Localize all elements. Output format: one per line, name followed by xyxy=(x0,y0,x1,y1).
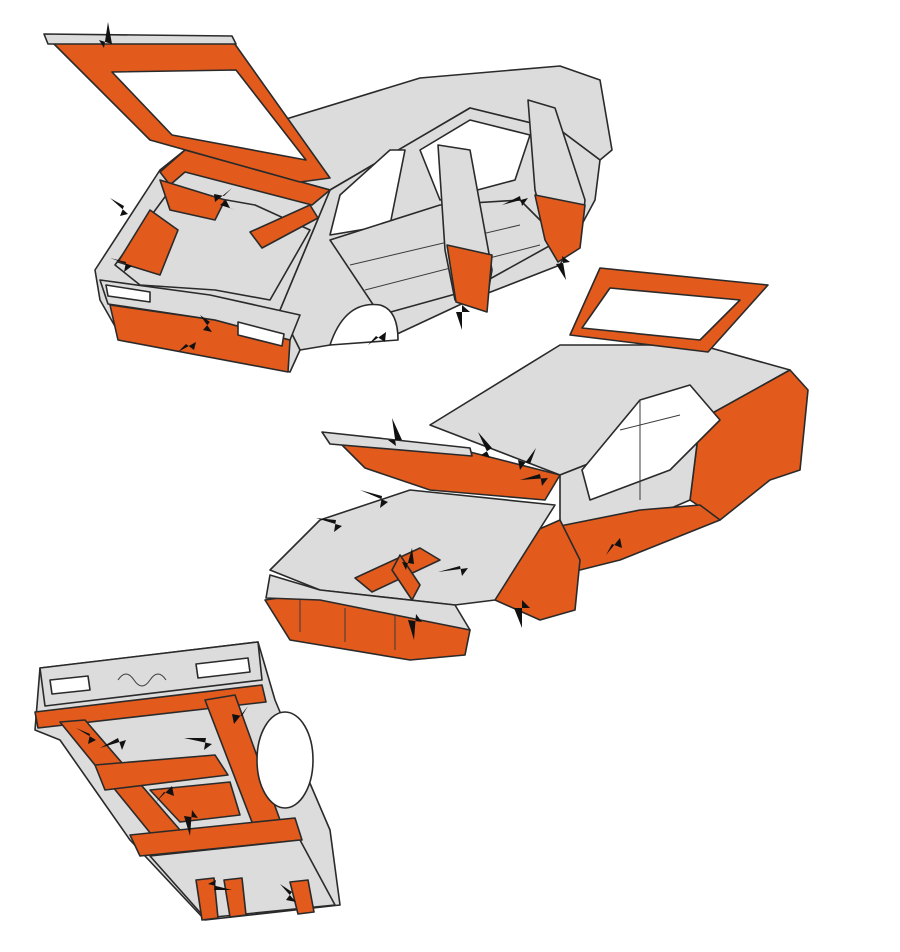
underbody-lamp-right xyxy=(195,657,251,679)
arrow-marker xyxy=(360,490,388,508)
tailgate-glass-opening xyxy=(111,69,307,161)
arrow-marker xyxy=(556,256,570,280)
door-pillar xyxy=(619,414,681,431)
arrow-marker xyxy=(178,342,196,352)
arrow-marker xyxy=(518,448,536,470)
rear-crossmember xyxy=(34,684,267,729)
arrow-marker xyxy=(438,566,468,576)
bonnet-front-edge xyxy=(321,431,473,457)
rear-shelf-support xyxy=(249,204,319,249)
tail-lamp-right xyxy=(237,321,285,347)
underbody-arrows xyxy=(76,706,296,902)
front-view-arrows xyxy=(316,418,622,640)
tailgate-raised-glass xyxy=(581,287,741,341)
car-underbody-view xyxy=(34,641,341,921)
rear-inner-wheelarch xyxy=(117,209,179,276)
rear-view-arrows xyxy=(99,22,570,352)
underbody-lamp-left xyxy=(49,675,91,695)
rear-pillar-inner xyxy=(159,179,226,221)
arrow-marker xyxy=(200,315,212,332)
arrow-marker xyxy=(368,332,386,345)
arrow-marker xyxy=(214,188,232,202)
arrow-marker xyxy=(110,258,132,272)
arrow-marker xyxy=(456,305,470,330)
arrow-marker xyxy=(99,22,112,48)
floor-rib xyxy=(349,224,521,266)
rear-wheel-arch xyxy=(329,303,399,346)
arrow-marker xyxy=(280,884,296,902)
arrow-marker xyxy=(478,432,492,458)
car-body-rear-view xyxy=(43,22,613,373)
arrow-marker xyxy=(514,600,530,628)
front-sill-stub-1 xyxy=(195,877,219,921)
arrow-marker xyxy=(502,196,528,206)
rear-side-window xyxy=(329,149,406,236)
tailgate-top-edge xyxy=(43,33,237,45)
arrow-marker xyxy=(156,786,174,802)
arrow-marker xyxy=(76,728,96,744)
arrow-marker xyxy=(220,200,236,210)
arrow-marker xyxy=(208,880,232,890)
front-panel xyxy=(265,574,471,631)
arrow-marker xyxy=(606,538,622,555)
mid-crossmember xyxy=(94,754,229,791)
arrow-marker xyxy=(184,738,212,750)
tail-lamp-left xyxy=(105,284,151,303)
front-crossmember-under xyxy=(129,817,303,857)
car-body-front-view xyxy=(264,267,809,661)
arrow-marker xyxy=(520,474,548,486)
arrow-marker xyxy=(402,548,414,570)
exhaust-wave xyxy=(117,673,167,687)
front-sill-stub-2 xyxy=(223,877,247,918)
arrow-marker xyxy=(100,738,126,750)
arrow-marker xyxy=(316,518,342,532)
arrow-marker xyxy=(184,810,198,836)
arrow-marker xyxy=(110,198,128,216)
front-sill-stub-3 xyxy=(289,879,315,915)
underbody-rear-panel xyxy=(39,641,263,707)
arrow-marker xyxy=(232,706,248,724)
front-door-bottom-cavity xyxy=(534,194,586,263)
rear-quarter-front-view xyxy=(689,369,809,521)
arrow-marker xyxy=(408,614,422,640)
rear-door-bottom-cavity xyxy=(446,244,493,313)
arrow-marker xyxy=(388,418,402,446)
spare-wheel-well xyxy=(256,711,314,809)
